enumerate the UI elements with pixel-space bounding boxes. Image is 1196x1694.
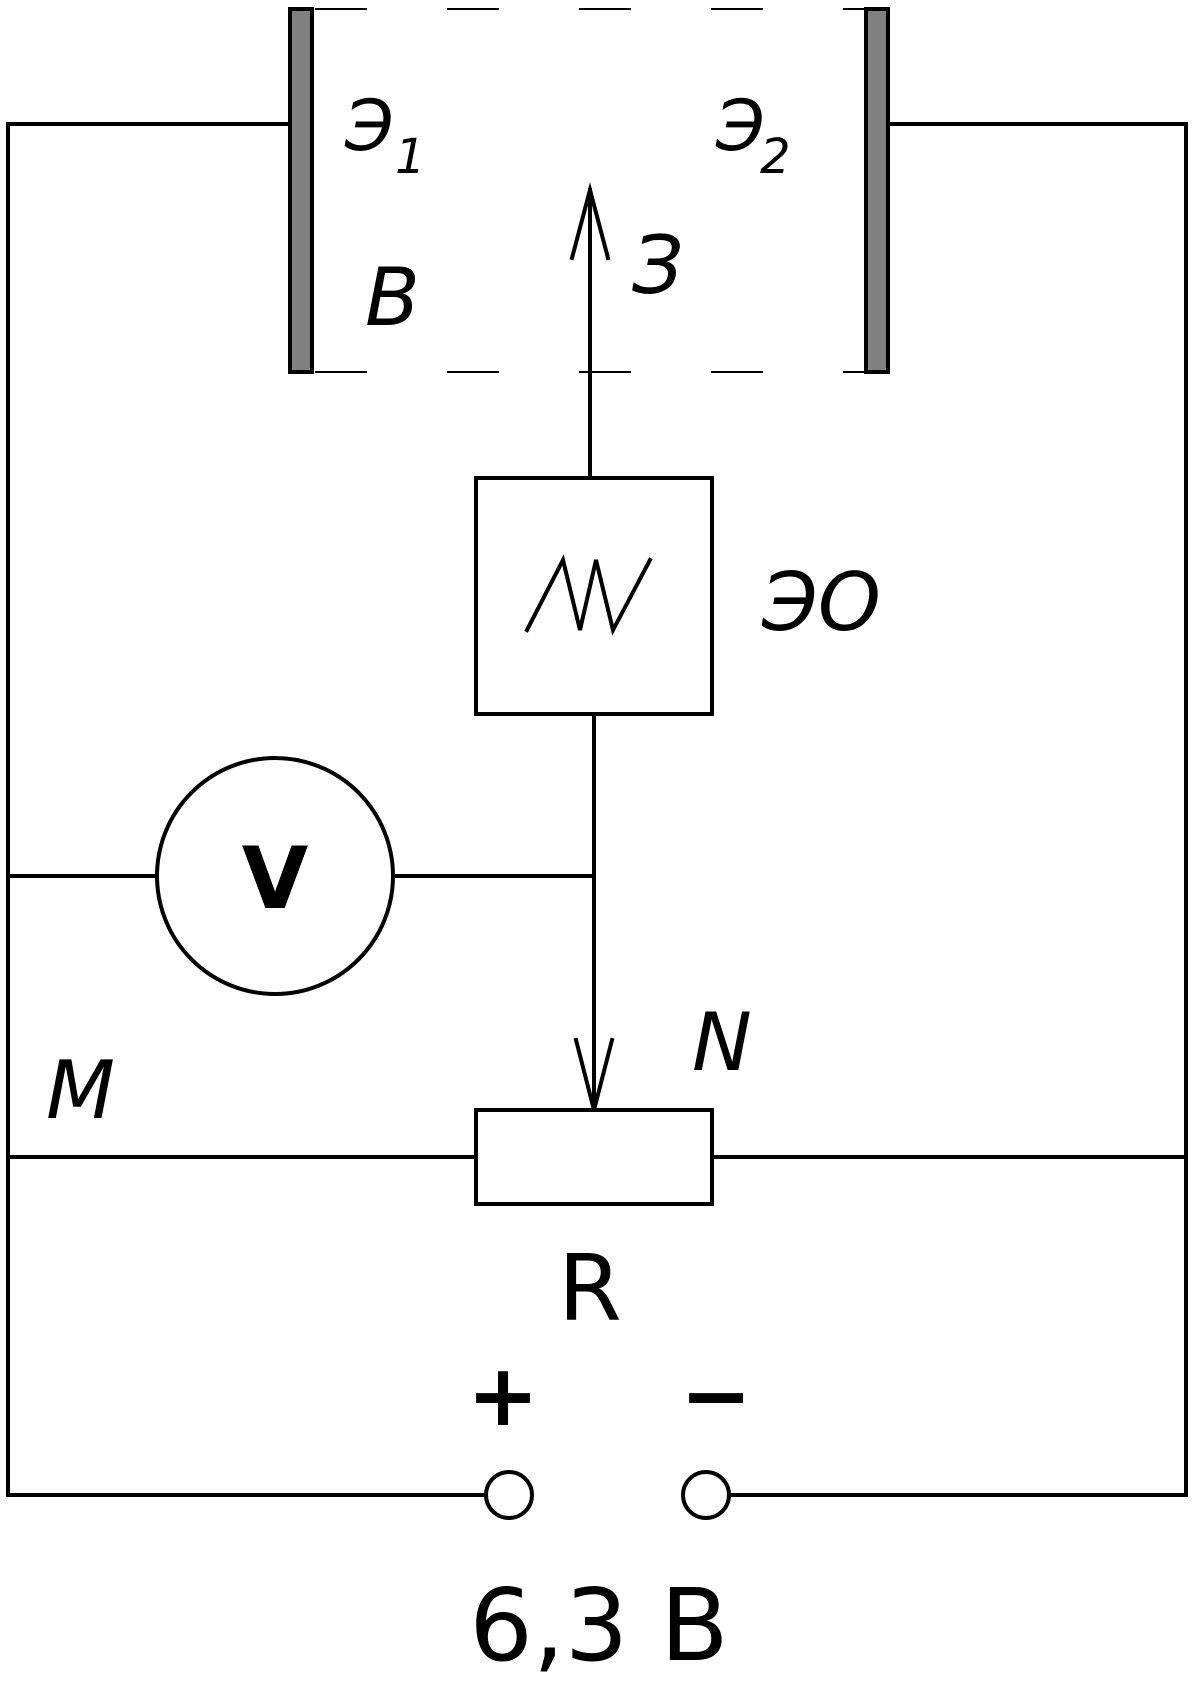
- left-wire: [6, 122, 490, 1497]
- probe-label: З: [632, 219, 683, 312]
- voltmeter-label: V: [242, 829, 309, 929]
- electrode-2-plate: [864, 7, 890, 374]
- negative-terminal: [681, 1470, 731, 1520]
- electrode-2-subscript: 2: [760, 129, 791, 185]
- probe-arrow: [569, 182, 611, 480]
- heater-element-box: [474, 476, 714, 716]
- gas-region-label: В: [365, 251, 420, 344]
- resistor-label: R: [558, 1235, 622, 1342]
- electrode-2-label: Э: [715, 85, 765, 167]
- voltmeter-circle: [155, 756, 395, 996]
- resistor-box: [474, 1108, 714, 1206]
- slider-arrow: [573, 712, 615, 1112]
- supply-voltage-label: 6,3 В: [469, 1567, 728, 1684]
- minus-sign: −: [680, 1346, 752, 1446]
- plus-sign: +: [467, 1346, 539, 1446]
- positive-terminal: [484, 1470, 534, 1520]
- point-n-label: N: [692, 996, 752, 1089]
- electrode-1-label: Э: [344, 85, 394, 167]
- outer-circuit-wires: [6, 122, 1188, 1497]
- electrode-1-subscript: 1: [395, 129, 426, 185]
- electrode-1-plate: [288, 7, 314, 374]
- point-m-label: M: [46, 1044, 115, 1137]
- right-wire: [727, 122, 1188, 1497]
- heater-zigzag-icon: [524, 554, 653, 636]
- heater-element-label: ЭО: [761, 556, 881, 649]
